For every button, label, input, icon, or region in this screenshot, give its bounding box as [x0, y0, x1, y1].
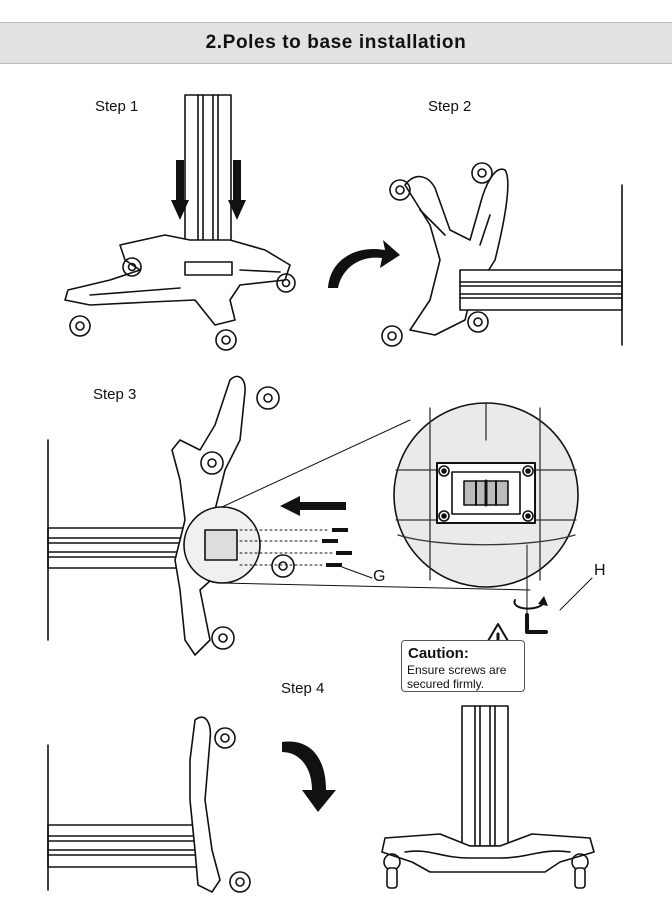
step-4-label: Step 4: [281, 680, 325, 697]
part-h-label: H: [594, 562, 606, 579]
step-1-label: Step 1: [95, 98, 139, 115]
caution-line-2: secured firmly.: [407, 677, 485, 691]
caution-box: Caution: Ensure screws are secured firml…: [401, 640, 525, 692]
section-title: 2.Poles to base installation: [205, 32, 467, 53]
arrow-left-icon: [298, 502, 346, 510]
step4-illustration: [47, 705, 595, 893]
step2-illustration: [381, 162, 623, 347]
section-header: 2.Poles to base installation: [0, 22, 672, 64]
arrow-down-icon: [176, 160, 184, 202]
step3-illustration: [47, 375, 593, 656]
step1-illustration: [64, 94, 296, 351]
part-g-label: G: [373, 568, 386, 585]
step-2-label: Step 2: [428, 98, 472, 115]
arrow-right-curved-icon: [328, 240, 400, 288]
caution-line-1: Ensure screws are: [407, 663, 507, 677]
step-3-label: Step 3: [93, 386, 137, 403]
caution-title: Caution:: [408, 645, 469, 662]
